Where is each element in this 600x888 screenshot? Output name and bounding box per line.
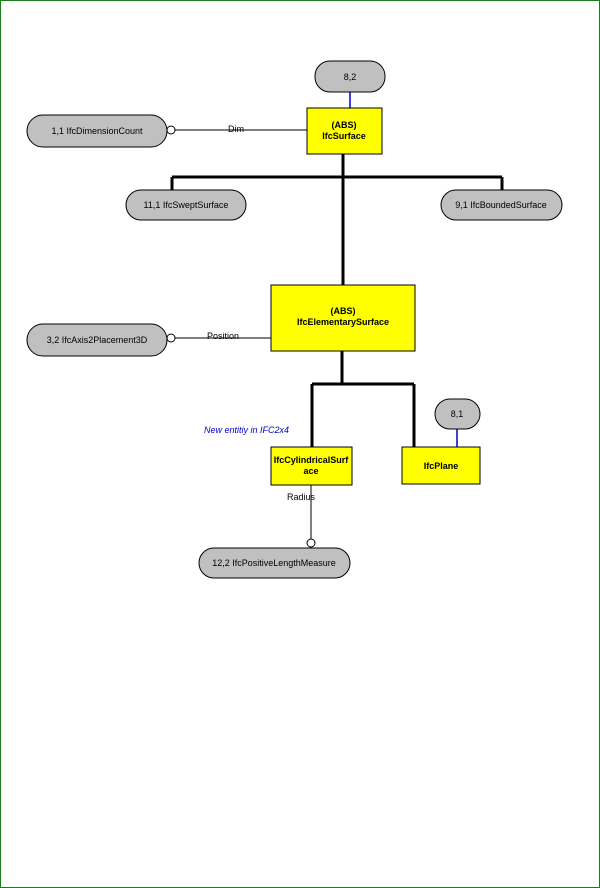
position-label: Position: [207, 331, 239, 341]
bounded-surface-pill: 9,1 IfcBoundedSurface: [440, 189, 563, 221]
svg-text:8,1: 8,1: [451, 409, 464, 419]
positive-length-pill: 12,2 IfcPositiveLengthMeasure: [198, 547, 351, 579]
swept-surface-pill: 11,1 IfcSweptSurface: [125, 189, 247, 221]
plane-ref-pill: 8,1: [434, 398, 481, 430]
dimension-count-pill: 1,1 IfcDimensionCount: [26, 114, 168, 148]
svg-text:(ABS): (ABS): [331, 306, 356, 316]
ifc-plane-box: IfcPlane: [401, 446, 481, 485]
svg-text:12,2 IfcPositiveLengthMeasure: 12,2 IfcPositiveLengthMeasure: [212, 558, 336, 568]
ifc-elementary-surface-box: (ABS) IfcElementarySurface: [270, 284, 416, 352]
ifc-surface-box: (ABS) IfcSurface: [306, 107, 383, 155]
axis2placement-pill: 3,2 IfcAxis2Placement3D: [26, 323, 168, 357]
svg-text:9,1 IfcBoundedSurface: 9,1 IfcBoundedSurface: [455, 200, 547, 210]
svg-text:(ABS): (ABS): [332, 120, 357, 130]
position-relation-end: [166, 333, 176, 343]
svg-text:IfcSurface: IfcSurface: [322, 131, 366, 141]
svg-text:IfcElementarySurface: IfcElementarySurface: [297, 317, 389, 327]
dim-relation-end: [166, 125, 176, 135]
ifc-cylindrical-surface-box: IfcCylindricalSurf ace: [270, 446, 353, 486]
surface-ref-pill: 8,2: [314, 60, 386, 93]
svg-text:ace: ace: [303, 466, 318, 476]
svg-text:IfcPlane: IfcPlane: [424, 461, 459, 471]
radius-label: Radius: [287, 492, 316, 502]
dim-label: Dim: [228, 124, 244, 134]
svg-text:3,2 IfcAxis2Placement3D: 3,2 IfcAxis2Placement3D: [47, 335, 148, 345]
svg-text:1,1 IfcDimensionCount: 1,1 IfcDimensionCount: [51, 126, 143, 136]
svg-text:11,1 IfcSweptSurface: 11,1 IfcSweptSurface: [144, 200, 229, 210]
svg-text:IfcCylindricalSurf: IfcCylindricalSurf: [274, 455, 350, 465]
svg-text:8,2: 8,2: [344, 72, 357, 82]
radius-relation-end: [306, 538, 316, 548]
new-entity-note: New entitiy in IFC2x4: [204, 425, 289, 435]
